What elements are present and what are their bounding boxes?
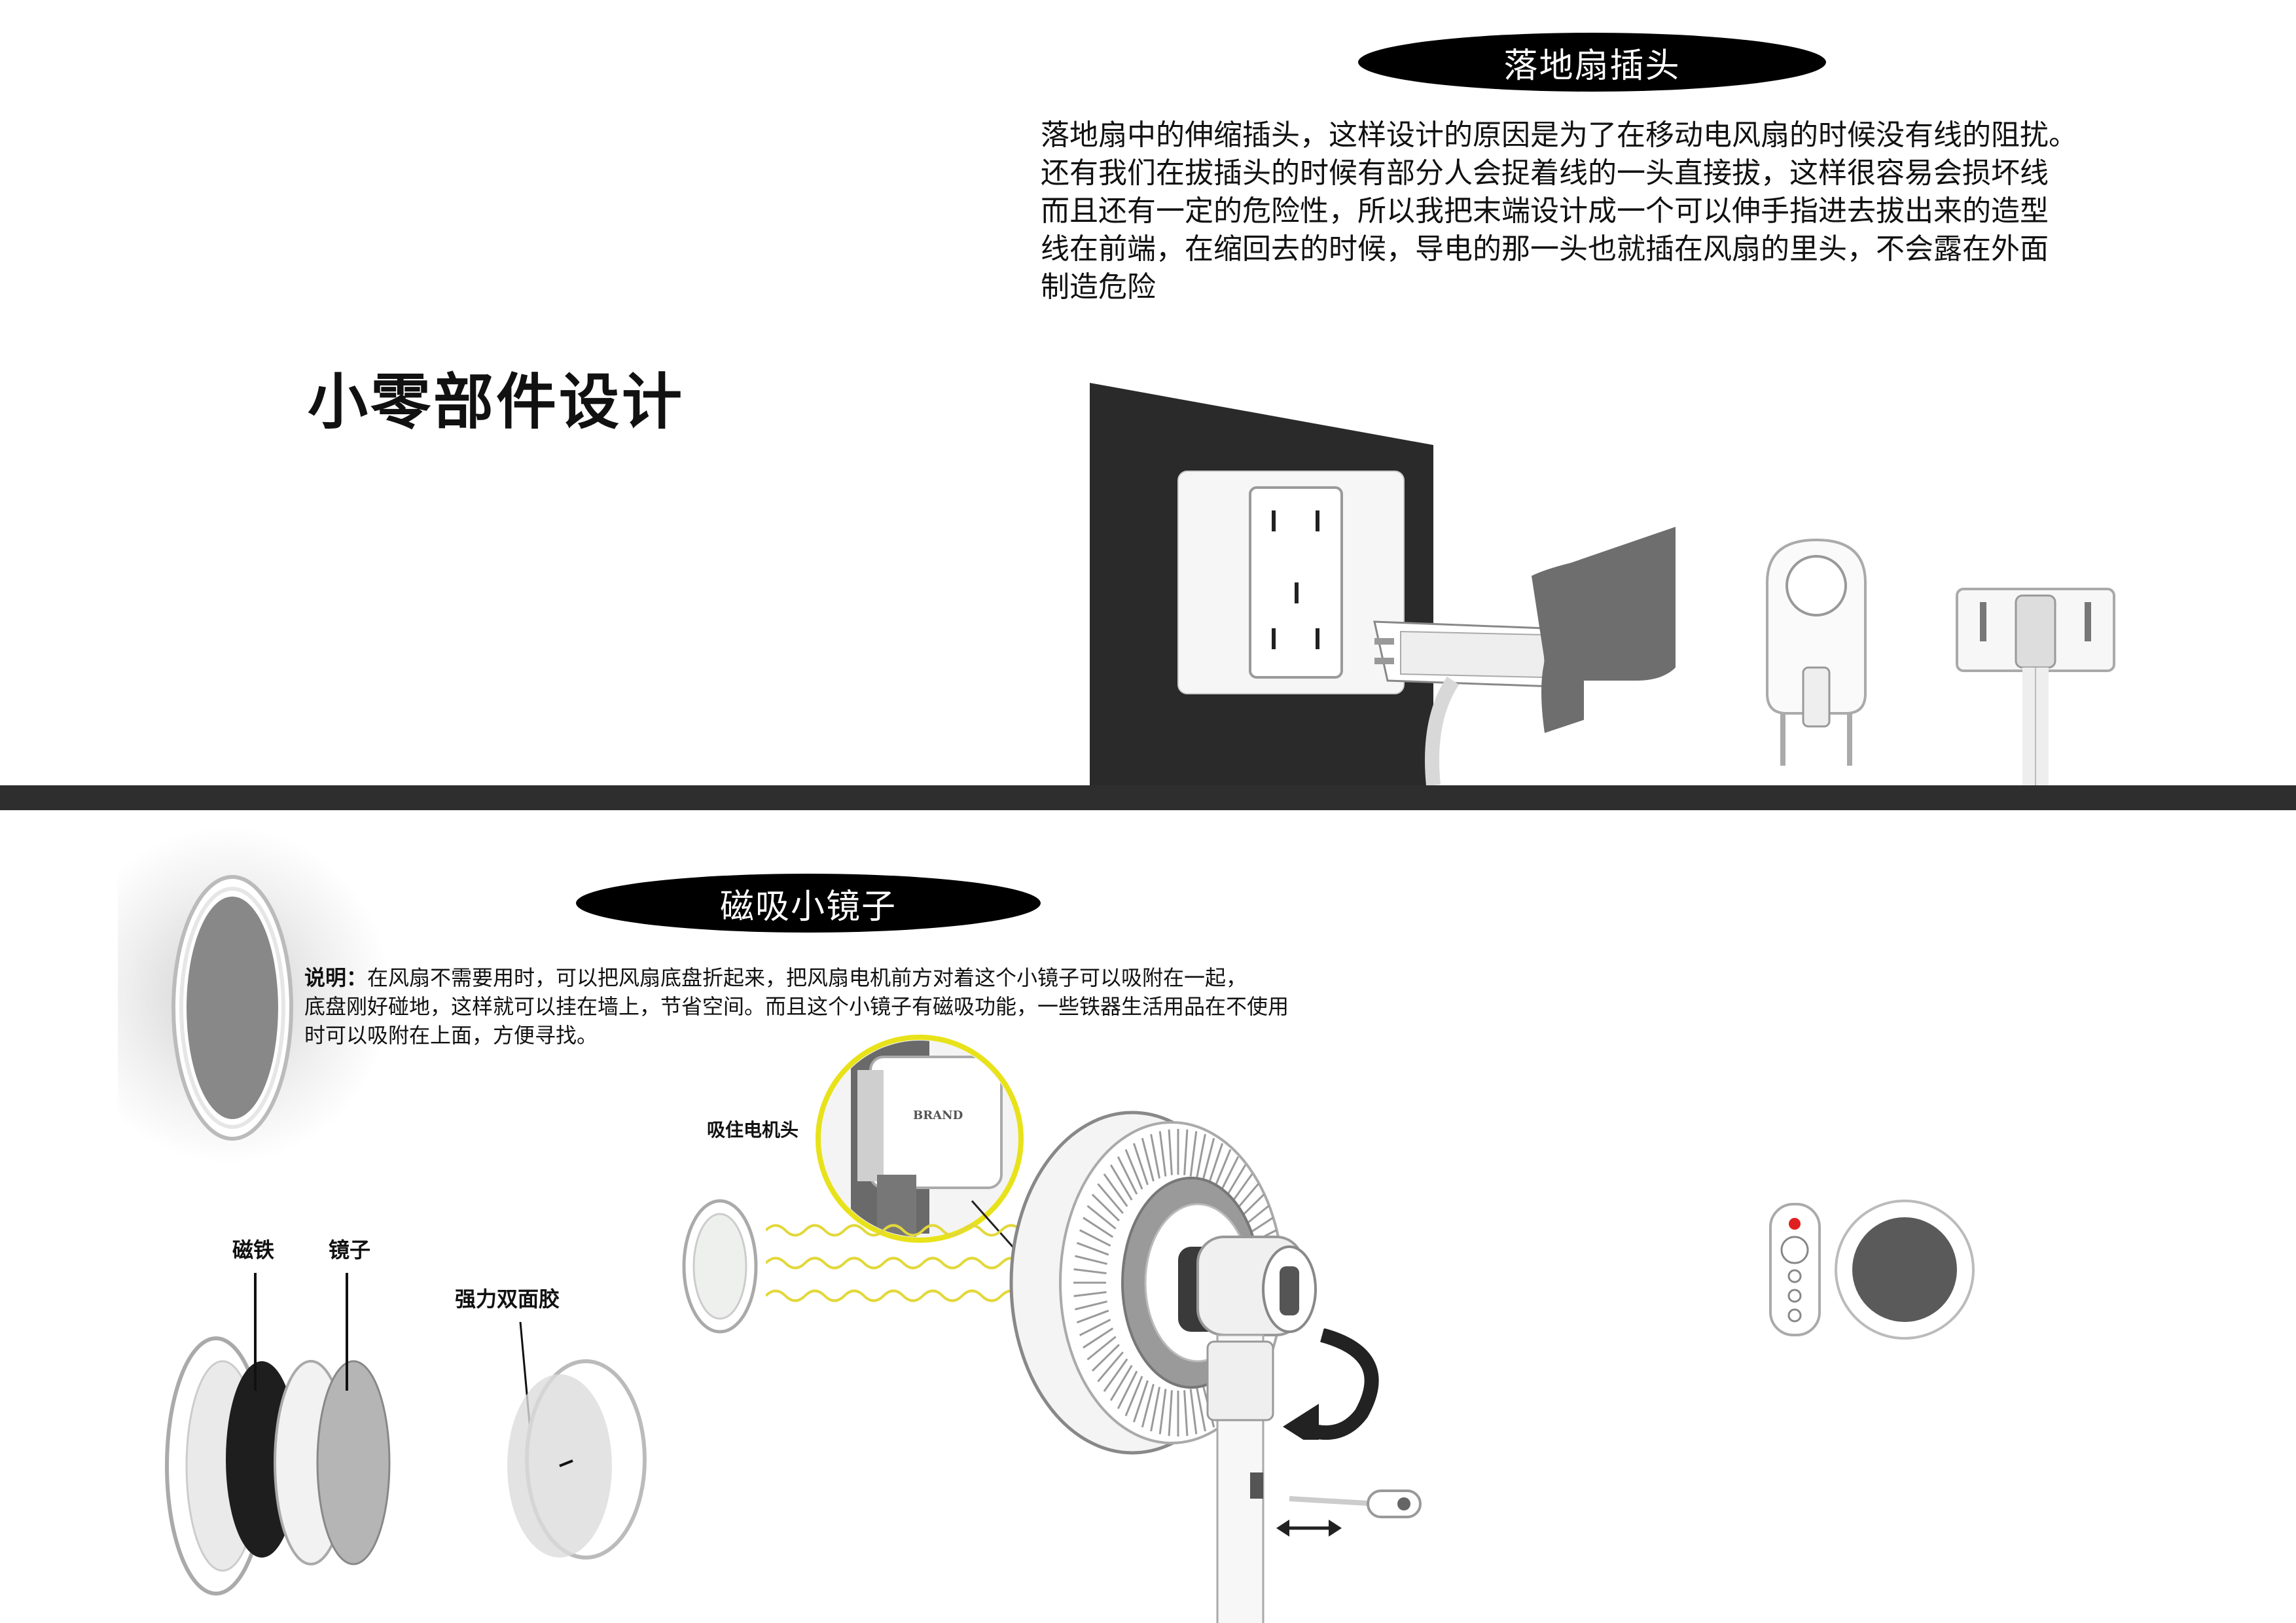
- fan-rib: [1168, 1129, 1173, 1175]
- mirror-line-1-text: 在风扇不需要用时，可以把风扇底盘折起来，把风扇电机前方对着这个小镜子可以吸附在一…: [367, 965, 1247, 990]
- small-mirror-icon: [682, 1199, 758, 1334]
- fan-rib: [1150, 1387, 1161, 1432]
- fan-rib: [1158, 1131, 1167, 1177]
- fan-rib: [1075, 1255, 1108, 1265]
- fan-rib: [1195, 1387, 1206, 1432]
- fan-rib: [1141, 1383, 1155, 1428]
- fan-rib: [1109, 1364, 1133, 1401]
- fan-rib: [1091, 1194, 1120, 1222]
- fan-rib: [1124, 1149, 1143, 1190]
- exploded-mirror-icon: [165, 1336, 391, 1596]
- fan-rib: [1075, 1300, 1108, 1311]
- part-magnet-label: 磁铁: [232, 1238, 275, 1262]
- fan-rib: [1189, 1389, 1198, 1435]
- fan-rib: [1208, 1143, 1224, 1185]
- double-arrow-icon: [1276, 1489, 1422, 1537]
- fan-rib: [1202, 1137, 1215, 1182]
- remote-icon: [1769, 1200, 1975, 1340]
- page-title: 小零部件设计: [308, 367, 685, 437]
- desc-colon: ：: [346, 965, 368, 990]
- plug-line-4: 线在前端，在缩回去的时候，导电的那一头也就插在风扇的里头，不会露在外面: [1041, 232, 2049, 266]
- mirror-line-2: 底盘刚好碰地，这样就可以挂在墙上，节省空间。而且这个小镜子有磁吸功能，一些铁器生…: [304, 994, 1289, 1019]
- fan-rib: [1097, 1351, 1124, 1383]
- mirror-description: 说明：在风扇不需要用时，可以把风扇底盘折起来，把风扇电机前方对着这个小镜子可以吸…: [304, 963, 1289, 1050]
- fan-rib: [1083, 1327, 1114, 1349]
- fan-rib: [1076, 1241, 1109, 1256]
- plug-line-5: 制造危险: [1041, 270, 1156, 304]
- mirror-heading-text: 磁吸小镜子: [719, 887, 897, 927]
- fan-rib: [1109, 1164, 1133, 1201]
- plug-heading-text: 落地扇插头: [1503, 46, 1681, 86]
- magnet-wave-icon: [766, 1224, 1041, 1302]
- fan-rib: [1073, 1268, 1107, 1275]
- plug-section-heading: 落地扇插头: [1358, 33, 1826, 92]
- fan-rib: [1079, 1229, 1111, 1247]
- fan-rib: [1097, 1183, 1124, 1214]
- fan-rib: [1213, 1149, 1232, 1190]
- rotate-arrow-icon: [1283, 1329, 1379, 1440]
- mirror-line-1: 说明：在风扇不需要用时，可以把风扇底盘折起来，把风扇电机前方对着这个小镜子可以吸…: [304, 963, 1289, 992]
- section-divider: [0, 785, 2296, 810]
- motor-callout-label: 吸住电机头: [707, 1119, 799, 1141]
- fan-rib: [1117, 1370, 1138, 1410]
- plug-side-icon: [1956, 588, 2115, 785]
- fan-rib: [1183, 1129, 1189, 1175]
- fan-rib: [1141, 1137, 1155, 1182]
- part-tape-label: 强力双面胶: [455, 1287, 560, 1311]
- plug-line-2: 还有我们在拔插头的时候有部分人会捉着线的一头直接拔，这样很容易会损坏线: [1041, 156, 2049, 190]
- fan-rib: [1189, 1131, 1198, 1177]
- fan-rib: [1091, 1344, 1120, 1372]
- fan-rib: [1117, 1156, 1138, 1195]
- fan-rib: [1132, 1143, 1149, 1185]
- tape-disc-icon: [507, 1321, 647, 1560]
- socket-icon: [1090, 383, 1676, 785]
- fan-rib: [1086, 1205, 1117, 1230]
- fan-rib: [1150, 1133, 1161, 1179]
- fan-rib: [1086, 1336, 1117, 1361]
- fan-rib: [1158, 1389, 1167, 1435]
- mirror-line-3: 时可以吸附在上面，方便寻找。: [304, 1023, 598, 1048]
- plug-line-1: 落地扇中的伸缩插头，这样设计的原因是为了在移动电风扇的时候没有线的阻扰。: [1041, 118, 2077, 152]
- fan-rib: [1103, 1358, 1128, 1393]
- fan-rib: [1183, 1390, 1189, 1436]
- plug-description: 落地扇中的伸缩插头，这样设计的原因是为了在移动电风扇的时候没有线的阻扰。 还有我…: [1041, 116, 2077, 306]
- fan-rib: [1083, 1217, 1114, 1238]
- fan-rib: [1132, 1380, 1149, 1423]
- plug-icon: [1766, 538, 1867, 766]
- fan-rib: [1076, 1310, 1109, 1324]
- pointer-lines: [254, 1273, 348, 1391]
- fan-rib: [1124, 1376, 1143, 1417]
- mirror-icon: [171, 875, 293, 1141]
- motor-callout-icon: BRAND: [816, 1035, 1024, 1243]
- part-mirror-label: 镜子: [329, 1238, 371, 1262]
- fan-rib: [1195, 1133, 1206, 1179]
- fan-rib: [1079, 1319, 1111, 1336]
- brand-text: BRAND: [913, 1109, 963, 1122]
- mirror-section-heading: 磁吸小镜子: [576, 874, 1041, 933]
- fan-icon: [1009, 1111, 1317, 1623]
- desc-label: 说明: [304, 965, 347, 990]
- fan-rib: [1073, 1291, 1107, 1297]
- plug-line-3: 而且还有一定的危险性，所以我把末端设计成一个可以伸手指进去拔出来的造型: [1041, 194, 2049, 228]
- fan-rib: [1168, 1390, 1173, 1436]
- fan-rib: [1103, 1173, 1128, 1207]
